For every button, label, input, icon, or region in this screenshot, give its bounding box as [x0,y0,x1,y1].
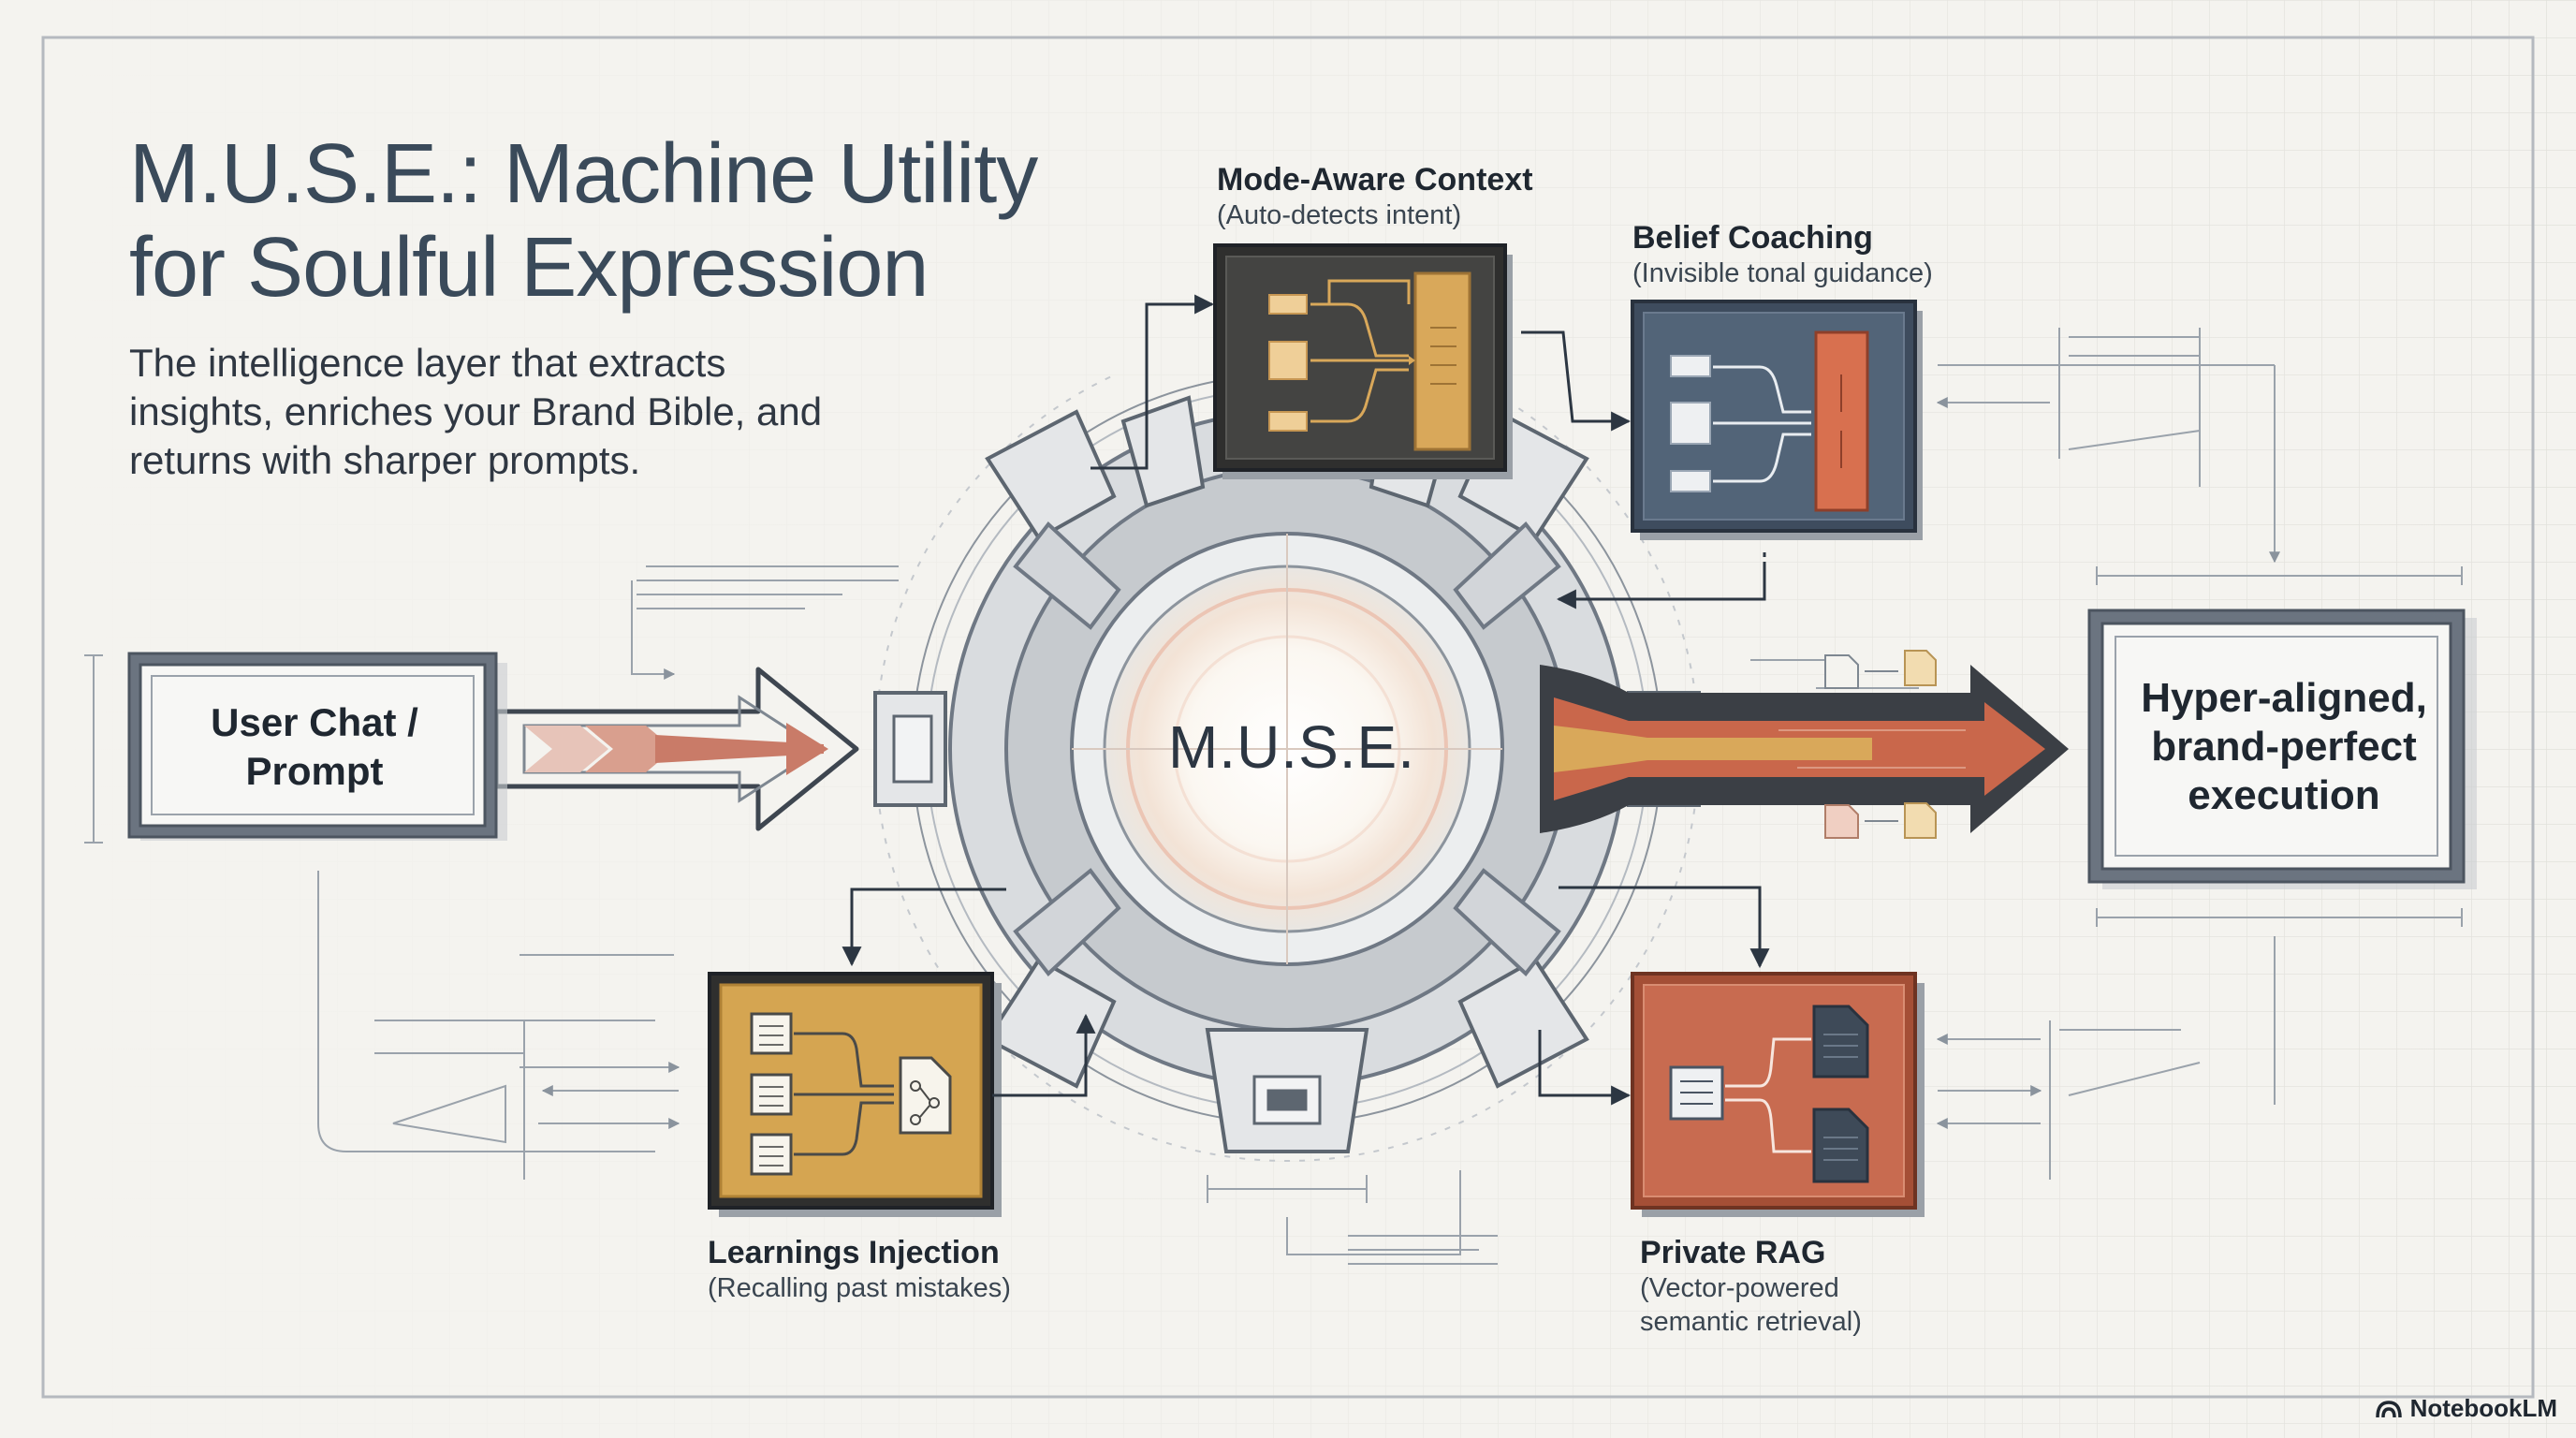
input-box-frame [127,652,507,841]
muse-core-engine [873,374,1701,1162]
input-box: User Chat / Prompt [150,667,479,828]
input-label-line-1: User Chat / [211,700,418,744]
module-belief [1631,300,1923,540]
belief-subtitle: (Invisible tonal guidance) [1632,258,1933,288]
notebooklm-logo-icon [2375,1400,2402,1417]
output-box-frame [2087,609,2477,889]
brand-badge: NotebookLM [2375,1394,2557,1423]
input-label-line-2: Prompt [245,749,384,793]
caption-belief: Belief Coaching (Invisible tonal guidanc… [1632,219,1933,290]
rag-subtitle-line-1: (Vector-powered [1640,1273,1839,1303]
rag-subtitle: (Vector-powered semantic retrieval) [1640,1271,1862,1339]
belief-title: Belief Coaching [1632,220,1873,256]
learnings-title: Learnings Injection [708,1235,1000,1270]
output-label-line-3: execution [2188,772,2380,818]
module-mode-aware [1213,243,1513,479]
subtitle-line-2: insights, enriches your Brand Bible, and [129,389,823,433]
subtitle-line-1: The intelligence layer that extracts [129,341,726,385]
output-label-line-2: brand-perfect [2151,724,2417,770]
page-subtitle: The intelligence layer that extracts ins… [129,339,972,485]
caption-learnings: Learnings Injection (Recalling past mist… [708,1234,1011,1305]
mode-aware-subtitle: (Auto-detects intent) [1217,200,1462,230]
mode-aware-title: Mode-Aware Context [1217,162,1533,198]
output-arrow [1540,665,2069,833]
module-learnings [708,972,1002,1217]
title-line-2: for Soulful Expression [129,221,929,315]
caption-rag: Private RAG (Vector-powered semantic ret… [1640,1234,1862,1339]
output-label-line-1: Hyper-aligned, [2141,675,2427,721]
brand-name: NotebookLM [2409,1394,2557,1422]
input-arrow [493,667,859,831]
title-line-1: M.U.S.E.: Machine Utility [129,127,1038,221]
subtitle-line-3: returns with sharper prompts. [129,438,641,482]
rag-subtitle-line-2: semantic retrieval) [1640,1307,1862,1337]
module-rag [1631,972,1925,1217]
learnings-subtitle: (Recalling past mistakes) [708,1273,1011,1303]
doc-flow-icons [1824,650,1937,839]
caption-mode-aware: Mode-Aware Context (Auto-detects intent) [1217,161,1533,232]
output-box: Hyper-aligned, brand-perfect execution [2119,637,2449,858]
document-icon [1824,650,1937,839]
core-label: M.U.S.E. [1167,713,1416,781]
rag-title: Private RAG [1640,1235,1826,1270]
page-title: M.U.S.E.: Machine Utility for Soulful Ex… [129,127,1159,315]
